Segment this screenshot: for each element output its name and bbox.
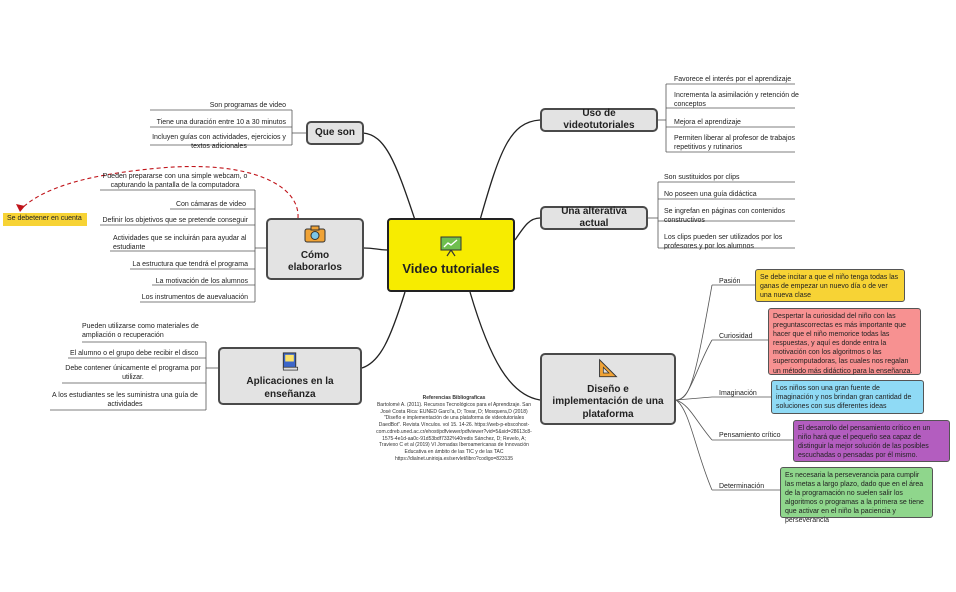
uso-item[interactable]: Favorece el interés por el aprendizaje — [674, 76, 792, 83]
note-curiosidad[interactable]: Despertar la curiosidad del niño con las… — [768, 308, 921, 375]
callout-se-debe-tener-en-cuenta[interactable]: Se debetener en cuenta — [3, 213, 87, 226]
branch-aplicaciones-title: Aplicaciones en la enseñanza — [246, 376, 334, 400]
branch-diseno-title: Diseño e implementación de una plataform… — [552, 383, 664, 420]
branch-que-son[interactable]: Que son — [306, 121, 364, 145]
como-item[interactable]: La motivación de los alumnos — [155, 278, 248, 285]
references-text: Bartolomé A. (2011). Recursos Tecnológic… — [376, 401, 532, 462]
branch-uso-title: Uso de videotutoriales — [563, 107, 635, 132]
aplicaciones-item[interactable]: A los estudiantes se les suministra una … — [52, 392, 198, 409]
alternativa-item[interactable]: Los clips pueden ser utilizados por los … — [664, 234, 783, 251]
como-item[interactable]: Con cámaras de video — [175, 201, 246, 208]
alternativa-item[interactable]: Se ingrefan en páginas con contenidos co… — [664, 208, 786, 225]
branch-diseno-implementacion[interactable]: Diseño e implementación de una plataform… — [540, 353, 676, 425]
note-determinacion[interactable]: Es necesaria la perseverancia para cumpl… — [780, 467, 933, 524]
branch-que-son-title: Que son — [314, 126, 355, 138]
diseno-label-pasion[interactable]: Pasión — [719, 278, 741, 285]
como-item[interactable]: Pueden prepararse con una simple webcam,… — [102, 173, 248, 190]
central-topic[interactable]: Video tutoriales — [387, 218, 515, 292]
que-son-item[interactable]: Tiene una duración entre 10 a 30 minutos — [156, 119, 286, 126]
branch-uso-videotutoriales[interactable]: Uso de videotutoriales — [540, 108, 658, 132]
diseno-label-determinacion[interactable]: Determinación — [719, 483, 765, 490]
note-pasion[interactable]: Se debe incitar a que el niño tenga toda… — [755, 269, 905, 302]
note-imaginacion[interactable]: Los niños son una gran fuente de imagina… — [771, 380, 924, 414]
como-item[interactable]: Actividades que se incluirán para ayudar… — [113, 235, 247, 252]
como-item[interactable]: Los instrumentos de auevaluación — [141, 294, 248, 301]
branch-alternativa-actual[interactable]: Una alterativa actual — [540, 206, 648, 230]
branch-como-elaborarlos-title: Cómo elaborarlos — [288, 249, 342, 274]
alternativa-item[interactable]: Son sustituidos por clips — [664, 174, 740, 181]
diseno-label-pensamiento-critico[interactable]: Pensamiento crítico — [719, 432, 781, 439]
aplicaciones-item[interactable]: Pueden utilizarse como materiales de amp… — [82, 323, 199, 340]
como-item[interactable]: La estructura que tendrá el programa — [132, 261, 248, 268]
note-pensamiento-critico[interactable]: El desarrollo del pensamiento crítico en… — [793, 420, 950, 462]
alternativa-item[interactable]: No poseen una guía didáctica — [664, 191, 757, 198]
uso-item[interactable]: Mejora el aprendizaje — [674, 119, 741, 126]
uso-item[interactable]: Incrementa la asimilación y retención de… — [674, 92, 799, 109]
ruler-triangle-icon — [599, 358, 618, 378]
que-son-item[interactable]: Son programas de video — [209, 102, 286, 109]
que-son-item[interactable]: Incluyen guías con actividades, ejercici… — [152, 134, 286, 151]
books-icon — [282, 352, 299, 371]
camera-icon — [304, 225, 326, 242]
como-item[interactable]: Definir los objetivos que se pretende co… — [102, 217, 248, 224]
diseno-label-imaginacion[interactable]: Imaginación — [719, 390, 757, 397]
aplicaciones-item[interactable]: Debe contener únicamente el programa por… — [65, 365, 201, 382]
presentation-board-icon — [440, 236, 462, 256]
references-block: Referencias Bibliograficas Bartolomé A. … — [376, 395, 532, 463]
branch-alternativa-title: Una alterativa actual — [561, 205, 627, 230]
central-topic-title: Video tutoriales — [402, 260, 500, 276]
branch-aplicaciones[interactable]: Aplicaciones en la enseñanza — [218, 347, 362, 405]
aplicaciones-item[interactable]: El alumno o el grupo debe recibir el dis… — [70, 350, 199, 357]
uso-item[interactable]: Permiten liberar al profesor de trabajos… — [674, 135, 796, 152]
diseno-label-curiosidad[interactable]: Curiosidad — [719, 333, 753, 340]
branch-como-elaborarlos[interactable]: Cómo elaborarlos — [266, 218, 364, 280]
references-heading: Referencias Bibliograficas — [422, 395, 486, 401]
